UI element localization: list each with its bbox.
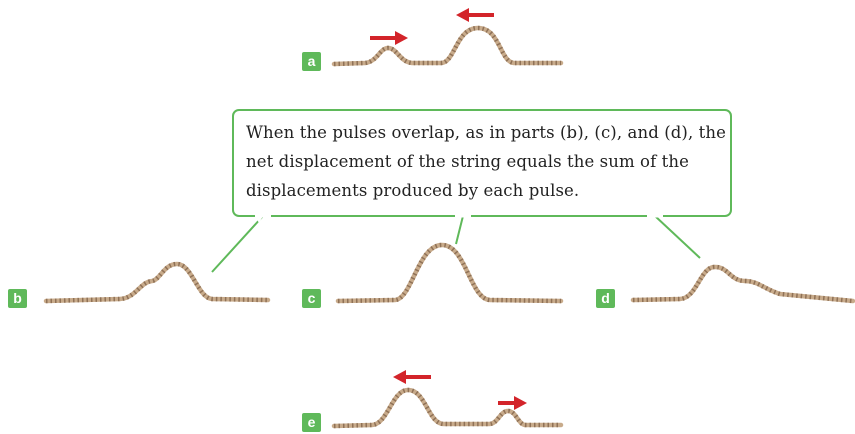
rope-e	[334, 390, 561, 426]
label-a: a	[302, 52, 321, 71]
arrow-e-left	[393, 370, 431, 384]
rope-b	[46, 264, 268, 301]
label-d: d	[596, 289, 615, 308]
rope-c	[338, 245, 561, 301]
rope-d	[633, 267, 853, 301]
label-b: b	[8, 289, 27, 308]
callout-text: When the pulses overlap, as in parts (b)…	[246, 118, 726, 205]
arrow-a-right	[370, 31, 408, 45]
callout-pointer-b	[212, 216, 263, 272]
label-c: c	[302, 289, 321, 308]
arrow-a-left	[456, 8, 494, 22]
label-e: e	[302, 413, 321, 432]
rope-a	[334, 28, 561, 64]
callout-pointer-d	[655, 216, 700, 258]
callout-pointer-c	[456, 216, 463, 244]
arrow-e-right	[498, 396, 527, 410]
